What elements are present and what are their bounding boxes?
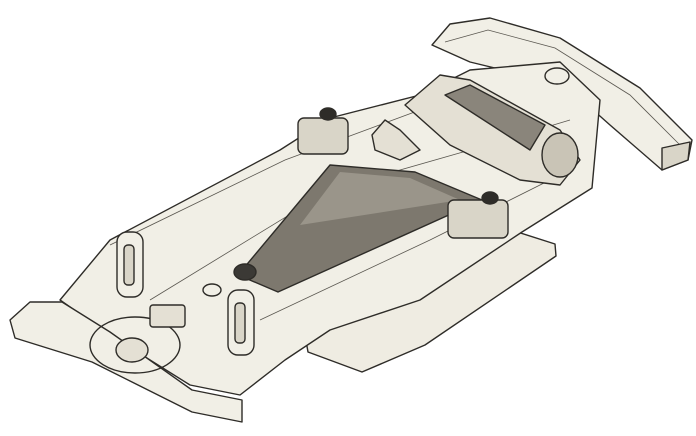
post-front-left	[116, 231, 144, 298]
guide-holder	[89, 283, 222, 374]
post-rear-left	[297, 107, 349, 155]
pivot-screw	[233, 263, 257, 281]
front-wing	[9, 301, 243, 423]
post-front-right	[227, 289, 255, 356]
motor-pod	[371, 67, 581, 186]
post-rear-right	[447, 191, 509, 239]
